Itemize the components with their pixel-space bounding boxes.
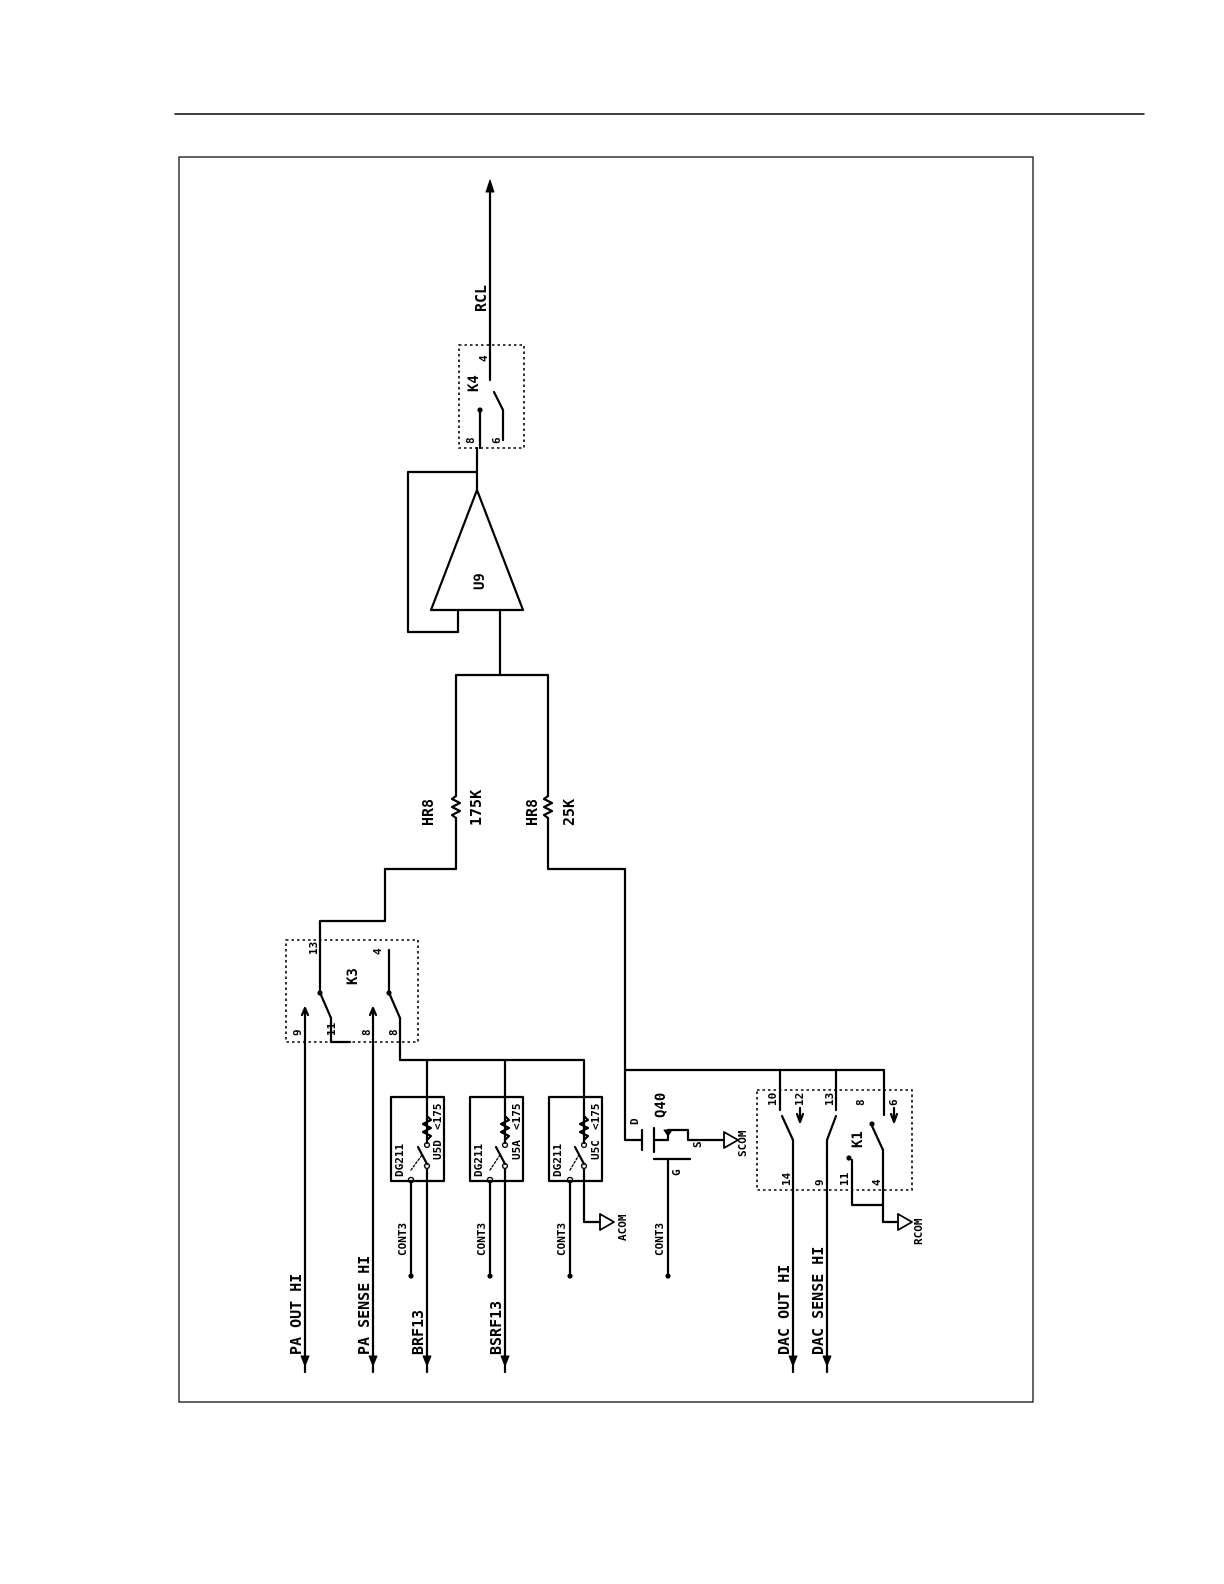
k1-pin-11: 11 (838, 1172, 851, 1186)
cont3-label-c: CONT3 (555, 1223, 568, 1256)
rcom-ground-symbol (898, 1214, 912, 1230)
resistor-175k-ref: HR8 (419, 799, 437, 826)
relay-k4-contacts (477, 350, 503, 448)
k4-ref: K4 (466, 375, 482, 392)
cont3-label-b: CONT3 (475, 1223, 488, 1256)
cont3-line-a (408, 1177, 413, 1278)
k1-pin-4: 4 (870, 1179, 883, 1186)
k4-pin-4: 4 (477, 355, 490, 362)
pa-out-hi-label: PA OUT HI (287, 1274, 305, 1355)
q40-ref: Q40 (653, 1093, 669, 1118)
cont3-label-a: CONT3 (396, 1223, 409, 1256)
rcl-label: RCL (472, 285, 490, 312)
k3-pin-8a: 8 (360, 1029, 373, 1036)
resistor-25k-ref: HR8 (523, 799, 541, 826)
cont3-label-d: CONT3 (653, 1223, 666, 1256)
rcom-label: RCOM (912, 1218, 925, 1245)
diagram-frame (179, 157, 1033, 1402)
dac-out-hi-label: DAC OUT HI (775, 1265, 793, 1355)
k1-pin-6: 6 (887, 1099, 900, 1106)
q40-pin-g: G (670, 1169, 683, 1176)
switch-u5d-ref: U5D (431, 1140, 444, 1160)
switch-u5a-chip: DG211 (472, 1144, 485, 1177)
switch-u5a-res: <175 (510, 1104, 523, 1131)
relay-k4-box (459, 345, 524, 448)
dac-sense-hi-label: DAC SENSE HI (809, 1247, 827, 1355)
brf13-label: BRF13 (409, 1310, 427, 1355)
k1-pin-8: 8 (854, 1099, 867, 1106)
k3-pin-11: 11 (325, 1022, 338, 1036)
switch-u5d-chip: DG211 (393, 1144, 406, 1177)
cont3-line-c (567, 1177, 572, 1278)
switch-u5c-chip: DG211 (551, 1144, 564, 1177)
resistor-25k-value: 25K (560, 799, 578, 826)
k1-pin-10: 10 (766, 1093, 779, 1106)
k1-pin-12: 12 (793, 1093, 806, 1106)
bsrf13-label: BSRF13 (487, 1301, 505, 1355)
k3-pin-9: 9 (291, 1029, 304, 1036)
k4-pin-8: 8 (464, 437, 477, 444)
switch-u5c-res: <175 (589, 1104, 602, 1131)
acom-label: ACOM (616, 1214, 629, 1241)
switch-u5a-ref: U5A (510, 1140, 523, 1160)
k4-pin-6: 6 (490, 437, 503, 444)
resistor-175k (385, 675, 500, 869)
resistor-175k-value: 175K (467, 790, 485, 826)
relay-k3-contacts (302, 869, 400, 1060)
k3-pin-13: 13 (307, 942, 320, 955)
k1-ref: K1 (850, 1131, 866, 1148)
k1-pin-13: 13 (823, 1093, 836, 1106)
transistor-q40 (625, 1070, 724, 1165)
k1-pin-9: 9 (813, 1179, 826, 1186)
q40-pin-d: D (628, 1118, 641, 1125)
k3-pin-4: 4 (371, 948, 384, 955)
opamp-u9 (408, 448, 523, 675)
resistor-25k (500, 675, 625, 1070)
acom-ground-symbol (600, 1214, 614, 1230)
switch-u5c-ref: U5C (589, 1140, 602, 1160)
cont3-line-d (665, 1165, 670, 1279)
switch-u5d-res: <175 (431, 1104, 444, 1131)
opamp-u9-ref: U9 (472, 573, 488, 590)
rcl-output-line (486, 180, 494, 350)
cont3-line-b (487, 1177, 492, 1278)
k3-pin-8b: 8 (387, 1029, 400, 1036)
q40-pin-s: S (691, 1141, 704, 1148)
k3-ref: K3 (345, 968, 361, 985)
scom-label: SCOM (736, 1130, 749, 1157)
k1-pin-14: 14 (780, 1172, 793, 1186)
pa-sense-hi-label: PA SENSE HI (355, 1256, 373, 1355)
